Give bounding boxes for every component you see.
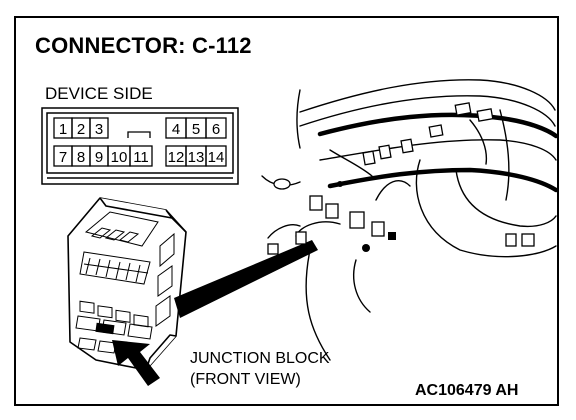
connector-pins-top	[53, 117, 227, 139]
figure-code: AC106479 AH	[415, 382, 519, 399]
device-side-label: DEVICE SIDE	[45, 84, 153, 103]
dashboard-harness-thick	[317, 112, 559, 193]
pin-label: 6	[212, 121, 220, 138]
caption-line-1: JUNCTION BLOCK	[190, 350, 330, 367]
pin-label: 13	[188, 149, 205, 166]
pin-label: 10	[111, 149, 128, 166]
caption-line-2: (FRONT VIEW)	[190, 371, 301, 388]
pin-label: 11	[133, 149, 149, 166]
pin-label: 5	[192, 121, 200, 138]
connector-housing	[41, 107, 239, 185]
junction-block-caption: JUNCTION BLOCK (FRONT VIEW)	[190, 348, 330, 390]
pin-label: 8	[77, 149, 85, 166]
connector-title: CONNECTOR: C-112	[35, 33, 252, 58]
pin-label: 4	[172, 121, 180, 138]
connector-c112-location	[95, 322, 115, 335]
harness-connectors	[267, 102, 535, 255]
pin-label: 2	[77, 121, 85, 138]
pin-label: 12	[168, 149, 185, 166]
leader-wedge	[174, 240, 318, 318]
pin-label: 1	[59, 121, 67, 138]
pointer-arrow	[112, 340, 160, 386]
connector-pins-bottom	[53, 145, 227, 167]
harness-connectors-dark	[337, 181, 396, 252]
junction-block-fuses	[75, 211, 175, 354]
pin-label: 9	[95, 149, 103, 166]
pin-label: 3	[95, 121, 103, 138]
pin-label: 7	[59, 149, 67, 166]
pin-label: 14	[208, 149, 225, 166]
